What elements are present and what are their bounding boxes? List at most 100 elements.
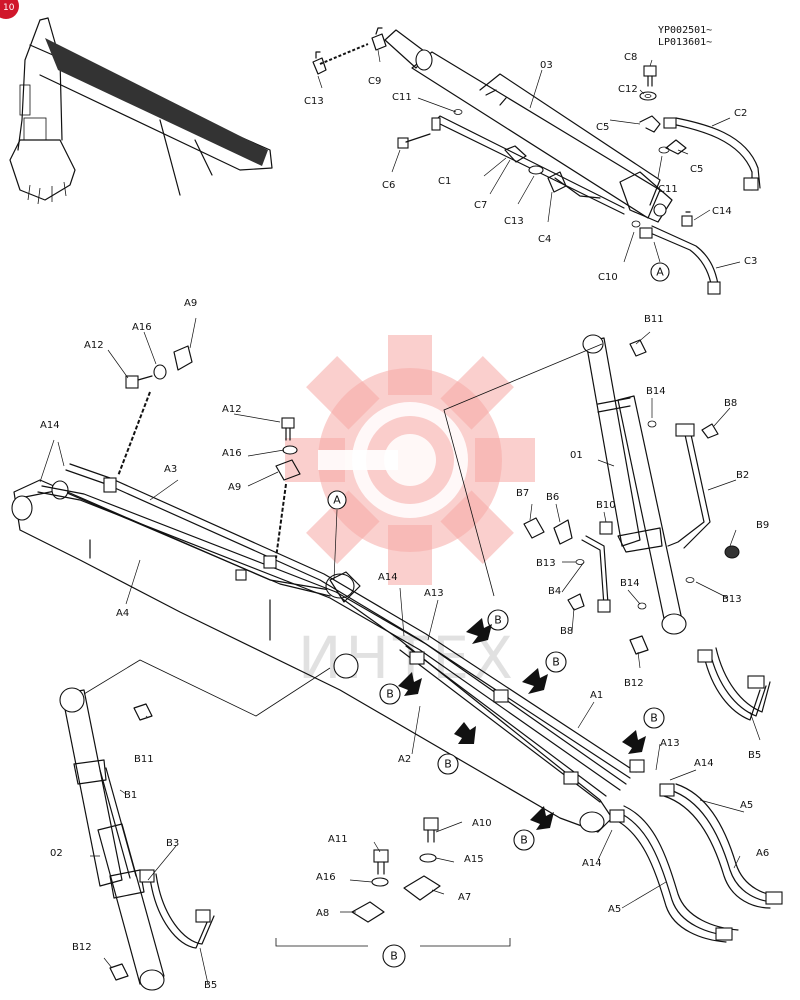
callout-a-top: A (650, 241, 670, 282)
b8-bolt-top (701, 423, 719, 439)
label-c11-top: C11 (392, 92, 412, 103)
label-c14: C14 (712, 206, 732, 217)
page-marker-badge: 10 (0, 0, 19, 19)
label-c10: C10 (598, 272, 618, 283)
b5-hoses-left (139, 869, 215, 949)
label-b2: B2 (736, 470, 749, 481)
c6-bolt (397, 133, 431, 149)
b13-oring-right (685, 577, 695, 583)
a5-a6-hoses (609, 783, 783, 943)
c12-washer (639, 91, 657, 101)
label-o1: 01 (570, 450, 583, 461)
label-a10: A10 (472, 818, 492, 829)
c10-oring (631, 220, 641, 228)
label-b12-left: B12 (72, 942, 92, 953)
a15-washer (419, 853, 437, 863)
label-a12-mid: A12 (222, 404, 242, 415)
svg-text:B: B (494, 614, 502, 627)
excavator-locator-sketch (9, 17, 273, 205)
b6-clamp (553, 519, 573, 545)
label-b1: B1 (124, 790, 137, 801)
label-a5-right: A5 (740, 800, 753, 811)
c11-oring-right (658, 146, 670, 154)
callout-a-boom: A (327, 490, 347, 581)
callout-b-4: B (643, 707, 665, 729)
label-b5-left: B5 (204, 980, 217, 991)
c8-bolt (643, 65, 657, 87)
svg-text:B: B (444, 758, 452, 771)
label-a14-mid: A14 (378, 572, 398, 583)
section-b-bracket (275, 938, 511, 947)
svg-text:B: B (552, 656, 560, 669)
label-a11: A11 (328, 834, 348, 845)
a16-washer-top (153, 364, 167, 380)
label-a6: A6 (756, 848, 769, 859)
label-c6: C6 (382, 180, 395, 191)
a16-washer-mid (282, 445, 298, 455)
callout-b-5: B (437, 753, 459, 775)
label-a13-low: A13 (660, 738, 680, 749)
callout-b-3: B (379, 683, 401, 705)
a7-clamp (403, 875, 441, 901)
b14-oring-mid (637, 602, 647, 610)
svg-text:A: A (656, 266, 664, 279)
label-a14-top: A14 (40, 420, 60, 431)
b14-oring-top (647, 420, 657, 428)
svg-text:B: B (520, 834, 528, 847)
callout-b-2: B (545, 651, 567, 673)
callout-b-6: B (513, 829, 535, 851)
label-b11-left: B11 (134, 754, 154, 765)
c7-bolt (504, 145, 527, 163)
label-b11-top: B11 (644, 314, 664, 325)
label-b9: B9 (756, 520, 769, 531)
b10-cap (599, 521, 613, 535)
label-b14-top: B14 (646, 386, 666, 397)
pointer-arrows (398, 618, 646, 830)
label-a7: A7 (458, 892, 471, 903)
label-c9: C9 (368, 76, 381, 87)
label-a14-low: A14 (694, 758, 714, 769)
a3-a4-pipes (37, 463, 645, 803)
label-b12-mid: B12 (624, 678, 644, 689)
callout-b-section: B (382, 944, 406, 968)
arm-cylinder-02 (59, 687, 165, 991)
b11-fitting-top (629, 339, 647, 357)
c4-clamp (547, 171, 567, 193)
label-a15: A15 (464, 854, 484, 865)
label-b4: B4 (548, 586, 561, 597)
boom-cylinder-01 (582, 334, 687, 635)
b12-fitting-left (109, 963, 129, 981)
labels: C9 C13 03 C8 C12 C11 C2 C5 C5 C11 C6 C1 … (40, 52, 769, 991)
label-o2: 02 (50, 848, 63, 859)
label-c5-left: C5 (596, 122, 609, 133)
callout-b-1: B (487, 609, 509, 631)
label-a2: A2 (398, 754, 411, 765)
page-marker-text: 10 (3, 3, 15, 13)
label-b5-right: B5 (748, 750, 761, 761)
c13-fitting-top (312, 51, 327, 75)
label-b13-right: B13 (722, 594, 742, 605)
watermark-gear: ИНТЕХ (285, 335, 535, 692)
a16-washer-low (371, 877, 389, 887)
a9-clamp-mid (275, 459, 301, 559)
label-a13-mid: A13 (424, 588, 444, 599)
c5-clamp-left (639, 115, 661, 133)
label-c3: C3 (744, 256, 757, 267)
label-b8-top: B8 (724, 398, 737, 409)
c2-hose (663, 117, 761, 191)
label-o3: 03 (540, 60, 553, 71)
a10-bolt (423, 817, 439, 843)
label-a1: A1 (590, 690, 603, 701)
serial-range-1: YP002501~ (658, 25, 712, 36)
b1-pipe (99, 767, 137, 879)
c14-fitting (681, 211, 693, 227)
label-a16-top: A16 (132, 322, 152, 333)
b5-hoses-right (697, 647, 771, 721)
label-a5-bottom: A5 (608, 904, 621, 915)
label-c4: C4 (538, 234, 551, 245)
svg-text:B: B (650, 712, 658, 725)
label-a9-top: A9 (184, 298, 197, 309)
label-c12: C12 (618, 84, 638, 95)
